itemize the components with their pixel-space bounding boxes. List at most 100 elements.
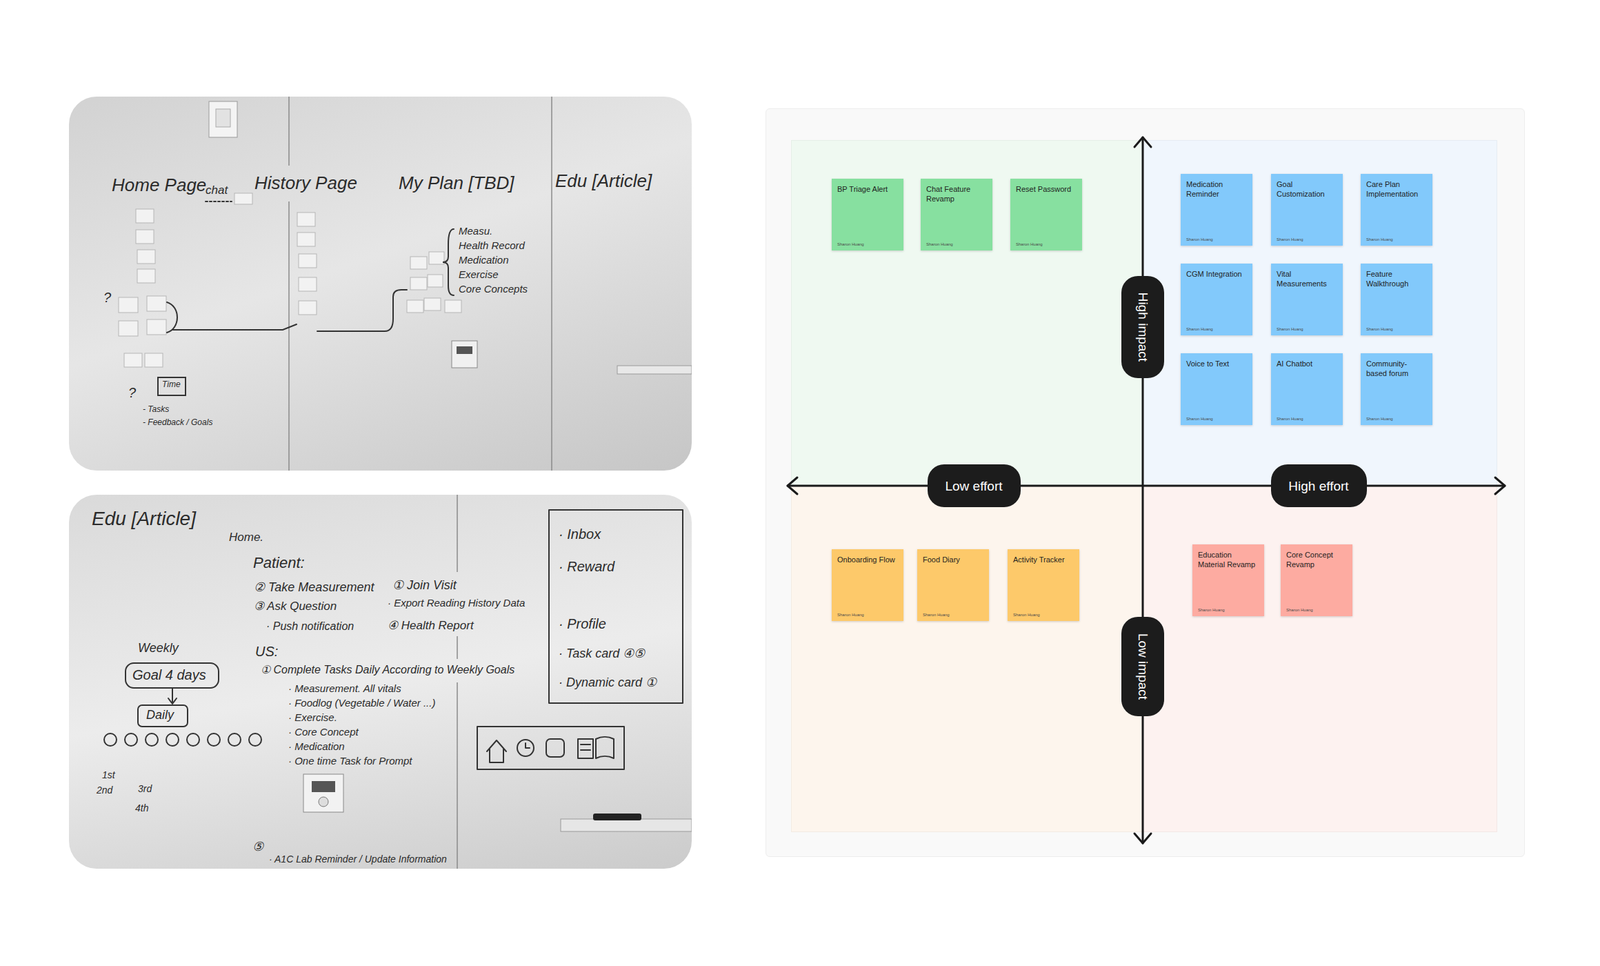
marker-line: [186, 733, 200, 746]
handwritten-note: Home.: [228, 530, 264, 545]
light-switch: [208, 101, 238, 138]
note-title: CGM Integration: [1180, 263, 1253, 279]
sticky-note: AI ChatbotSharon Huang: [1271, 353, 1343, 425]
sticky-note: [427, 274, 443, 287]
quadrant: [791, 485, 1143, 832]
handwritten-note: · Push notification: [266, 620, 354, 633]
axis-arrow: [787, 484, 1505, 487]
note-author: Sharon Huang: [1186, 416, 1214, 421]
axis-arrow: [787, 137, 1505, 843]
sticky-note: Medication ReminderSharon Huang: [1180, 173, 1253, 246]
note-title: Voice to Text: [1180, 353, 1253, 369]
handwritten-note: ② Take Measurement: [253, 580, 374, 595]
thermostat: [451, 340, 478, 368]
handwritten-note: ?: [128, 384, 136, 401]
note-author: Sharon Huang: [922, 612, 950, 617]
sticky-note: [428, 251, 445, 265]
marker-line: [145, 733, 158, 746]
note-author: Sharon Huang: [1276, 326, 1304, 332]
handwritten-note: ③ Ask Question: [253, 599, 337, 614]
axis-label-pill-vertical: Low impact: [1121, 616, 1165, 716]
marker-line: [442, 228, 454, 296]
marker-line: [166, 302, 178, 333]
handwritten-note: Goal 4 days: [132, 666, 207, 683]
axis-label-pill-vertical: High impact: [1121, 275, 1165, 378]
marker-tray: [593, 813, 642, 820]
note-title: AI Chatbot: [1271, 353, 1343, 369]
note-author: Sharon Huang: [1276, 237, 1304, 242]
sticky-note: [406, 300, 424, 313]
handwritten-note: 4th: [135, 802, 149, 814]
sticky-note: [137, 268, 156, 283]
handwritten-note: · One time Task for Prompt: [288, 754, 413, 767]
light-switch: [215, 108, 231, 127]
whiteboard-photo: Edu [Article]Home.Patient:② Take Measure…: [68, 494, 692, 869]
note-title: BP Triage Alert: [831, 178, 904, 194]
marker-line: [228, 733, 241, 746]
note-author: Sharon Huang: [1276, 416, 1304, 421]
sticky-note: [135, 229, 154, 244]
marker-line: [172, 324, 297, 330]
handwritten-note: Medication: [458, 253, 509, 266]
wall-seam: [288, 96, 552, 471]
note-author: Sharon Huang: [1197, 607, 1225, 612]
handwritten-note: - Feedback / Goals: [142, 417, 213, 428]
sticky-note: Care Plan ImplementationSharon Huang: [1360, 173, 1433, 246]
sticky-note: Community-based forumSharon Huang: [1360, 353, 1433, 425]
wall-seam: [456, 494, 458, 869]
marker-line: [207, 733, 220, 746]
axis-arrow: [1495, 477, 1505, 494]
handwritten-note: US:: [255, 643, 278, 660]
sticky-note: [146, 295, 167, 312]
handwritten-note: · Reward: [558, 558, 615, 575]
sticky-note: [137, 249, 156, 264]
marker-line: [104, 733, 117, 746]
note-title: Food Diary: [917, 548, 989, 565]
handwritten-note: Daily: [146, 707, 174, 723]
handwritten-note: · Core Concept: [288, 725, 359, 738]
handwritten-note: ⑤: [252, 839, 264, 854]
sticky-note: [298, 253, 317, 268]
handwritten-note: Patient:: [253, 553, 305, 572]
sticky-note: Onboarding FlowSharon Huang: [831, 548, 904, 621]
note-title: Core Concept Revamp: [1280, 544, 1353, 570]
handwritten-note: · A1C Lab Reminder / Update Information: [268, 853, 447, 865]
axis-arrow: [1142, 137, 1145, 843]
marker-line: [248, 733, 262, 746]
note-author: Sharon Huang: [1013, 612, 1040, 617]
thermostat: [303, 773, 344, 812]
note-author: Sharon Huang: [926, 242, 954, 247]
axis-label: Low effort: [944, 479, 1003, 493]
marker-line: [104, 509, 683, 769]
handwritten-note: · Profile: [558, 615, 607, 632]
sticky-note: [297, 212, 316, 227]
marker-line: [477, 726, 625, 769]
handwritten-note: · Dynamic card ①: [558, 675, 657, 690]
axis-arrow: [787, 477, 798, 494]
sticky-note: [234, 193, 253, 205]
marker-line: [317, 289, 407, 332]
marker-line: [168, 688, 177, 704]
sticky-note: [298, 277, 317, 292]
handwritten-note: chat: [205, 183, 228, 198]
axis-label: Low impact: [1136, 633, 1150, 700]
thermostat: [303, 773, 344, 812]
marker-line: [517, 739, 534, 756]
marker-line: [548, 509, 683, 703]
sticky-note: [124, 353, 143, 367]
note-title: Community-based forum: [1360, 353, 1433, 379]
handwritten-note: Weekly: [137, 640, 179, 656]
handwritten-note: 3rd: [137, 782, 152, 794]
marker-tray: [560, 818, 692, 832]
note-title: Goal Customization: [1271, 173, 1343, 200]
marker-line: [157, 377, 186, 396]
axis-arrow: [1134, 137, 1152, 147]
handwritten-note: 1st: [102, 768, 116, 780]
sticky-note: [144, 353, 163, 367]
sticky-note: Reset PasswordSharon Huang: [1010, 178, 1083, 251]
marker-tray: [617, 365, 692, 374]
handwritten-note: · Exercise.: [288, 711, 338, 723]
sticky-note: Education Material RevampSharon Huang: [1192, 544, 1265, 616]
note-author: Sharon Huang: [1366, 416, 1394, 421]
